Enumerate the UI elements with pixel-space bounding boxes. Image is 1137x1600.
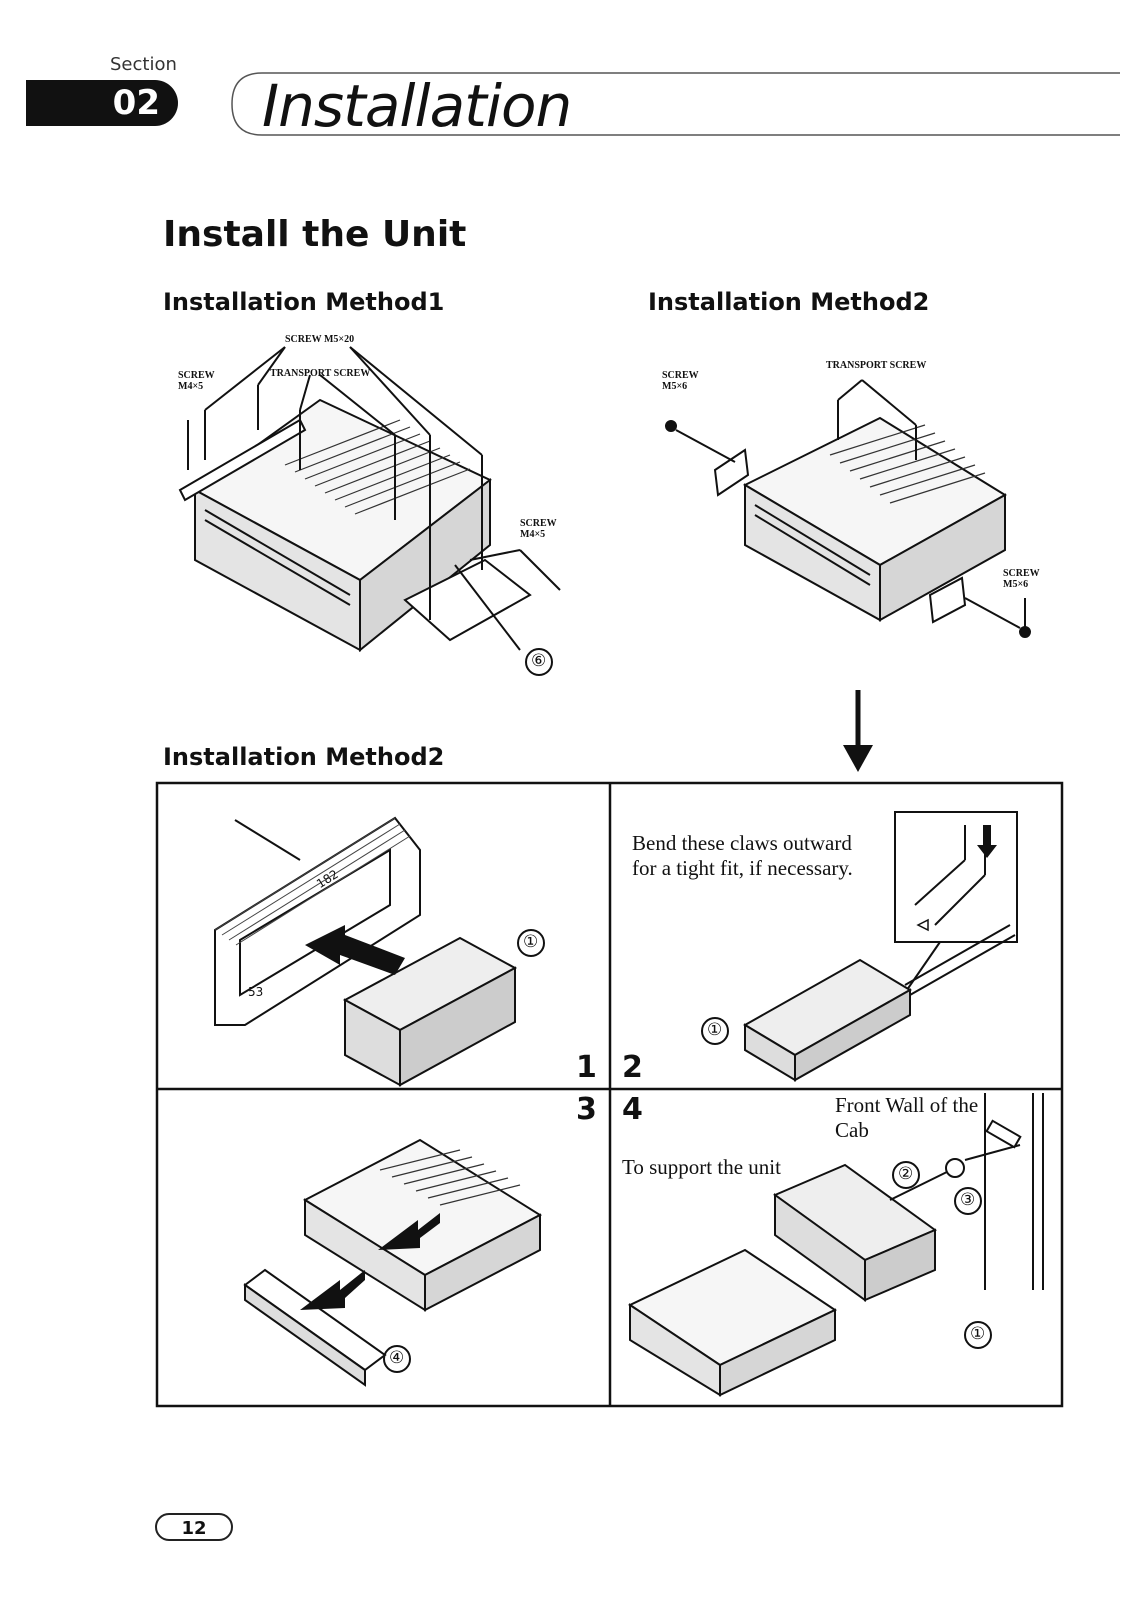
section-label: Section xyxy=(110,54,177,75)
method2-top-title: Installation Method2 xyxy=(648,288,930,316)
step4-callout-1: ① xyxy=(970,1324,986,1344)
method1-title: Installation Method1 xyxy=(163,288,445,316)
header-frame xyxy=(231,72,1120,136)
dimension-53: 53 xyxy=(248,985,264,999)
callout-6: ⑥ xyxy=(531,651,547,671)
main-heading: Install the Unit xyxy=(163,214,467,255)
step4-callout-3: ③ xyxy=(960,1190,976,1210)
step-number-1: 1 xyxy=(576,1050,597,1085)
section-number-badge: 02 xyxy=(26,80,178,126)
page-title: Installation xyxy=(262,72,572,140)
step2-callout: ① xyxy=(707,1020,723,1040)
label-transport-screw-m2: TRANSPORT SCREW xyxy=(826,360,927,371)
step2-instruction: Bend these claws outward for a tight fit… xyxy=(632,831,853,880)
method2-steps-title: Installation Method2 xyxy=(163,743,445,771)
step3-callout: ④ xyxy=(389,1348,405,1368)
label-transport-screw-m1: TRANSPORT SCREW xyxy=(270,368,371,379)
label-screw-m5-6-right: SCREW M5×6 xyxy=(1003,568,1040,590)
label-screw-m4-5-top: SCREW M4×5 xyxy=(178,370,215,392)
label-screw-m4-5-right: SCREW M4×5 xyxy=(520,518,557,540)
step4-callout-2: ② xyxy=(898,1164,914,1184)
step4-front-wall-label: Front Wall of the Cab xyxy=(835,1093,979,1142)
page-number: 12 xyxy=(155,1513,233,1541)
step-number-3: 3 xyxy=(576,1092,597,1127)
step-number-2: 2 xyxy=(622,1050,643,1085)
step1-callout: ① xyxy=(523,932,539,952)
label-screw-m5-6-left: SCREW M5×6 xyxy=(662,370,699,392)
label-screw-m5-20: SCREW M5×20 xyxy=(285,334,355,345)
step-number-4: 4 xyxy=(622,1092,643,1127)
step4-support-label: To support the unit xyxy=(622,1155,781,1179)
